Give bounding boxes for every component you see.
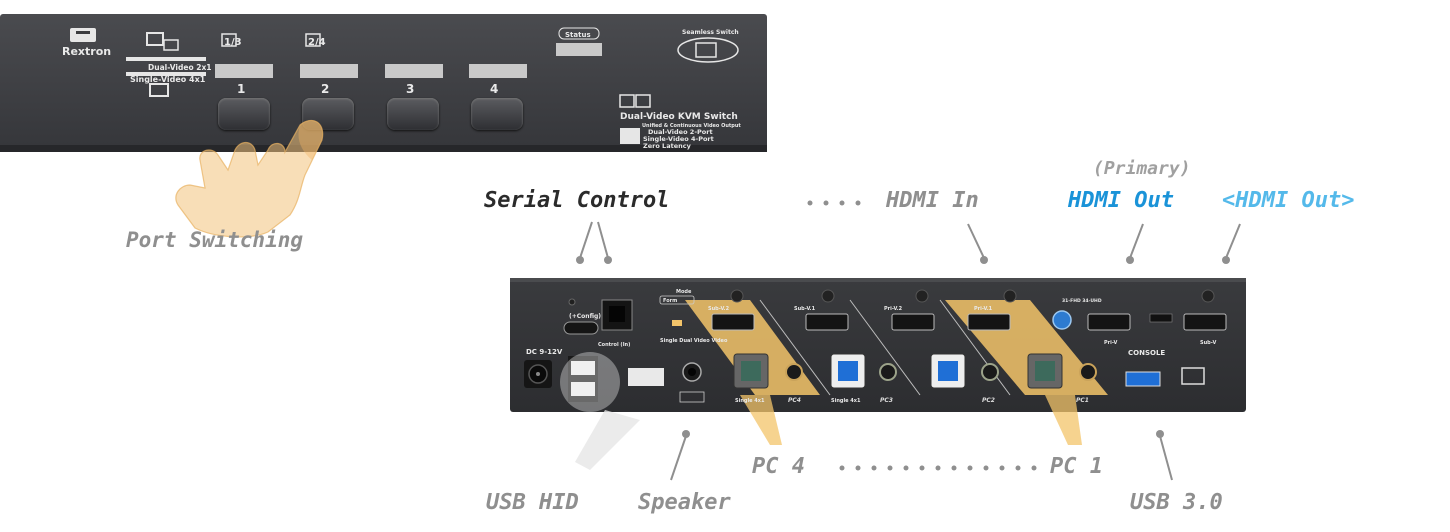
pri-v-label: Pri-V [1104,340,1118,346]
hdmi-out-sub-callout: <HDMI Out> [1222,188,1355,213]
hdmi-out-callout: HDMI Out [1068,188,1174,213]
sub-v2-label: Sub-V.2 [708,306,730,312]
single-dual-label: Single Dual Video Video [660,338,728,344]
port-switching-callout: Port Switching [126,228,304,252]
pri-v2-label: Pri-V.2 [884,306,903,312]
product-subtitle: Unified & Continuous Video Output [642,123,741,129]
serial-control-callout: Serial Control [484,188,670,213]
port-button-3[interactable] [387,98,439,130]
mode-dual-text: Dual-Video 2x1 [148,63,212,72]
single-4x1-label-b: Single 4x1 [831,398,861,404]
form-label: Form [663,298,677,304]
console-label: CONSOLE [1128,349,1165,357]
pc4-port-label: PC4 [788,397,801,404]
feature-2: Single-Video 4-Port [643,135,714,143]
single-4x1-label-a: Single 4x1 [735,398,765,404]
primary-callout: (Primary) [1093,158,1191,179]
control-label: Control (In) [598,342,630,348]
pc4-callout: PC 4 [752,454,805,479]
pc2-port-label: PC2 [982,397,995,404]
dc-label: DC 9-12V [526,348,563,356]
pc3-port-label: PC3 [880,397,893,404]
pri-v1-label: Pri-V.1 [974,306,993,312]
port-button-4[interactable] [471,98,523,130]
sub-v-label: Sub-V [1200,340,1216,346]
port-number-3: 3 [406,82,414,96]
config-label: (+Config) [569,313,601,320]
port-number-1: 1 [237,82,245,96]
status-label: Status [565,31,591,39]
sub-v1-label: Sub-V.1 [794,306,816,312]
usb3-callout: USB 3.0 [1130,490,1223,515]
mode-label: Mode [676,289,692,295]
brand-text: Rextron [62,45,111,58]
port-number-2: 2 [321,82,329,96]
pc1-port-label: PC1 [1076,397,1089,404]
port-number-4: 4 [490,82,498,96]
usb-hid-callout: USB HID [486,490,579,515]
feature-1: Dual-Video 2-Port [648,128,713,136]
port-fraction-1-3: 1/3 [224,37,242,48]
rextron-logo [70,28,96,42]
status-led [556,43,602,56]
port-fraction-2-4: 2/4 [308,37,326,48]
seamless-label: Seamless Switch [682,29,739,36]
pc1-callout: PC 1 [1050,454,1103,479]
speaker-callout: Speaker [638,490,731,515]
hdmi-in-callout: HDMI In [886,188,979,213]
res-label: 31-FHD 34-UHD [1062,298,1102,304]
feature-3: Zero Latency [643,142,692,150]
product-title: Dual-Video KVM Switch [620,112,738,122]
mode-single-text: Single-Video 4x1 [130,75,206,84]
